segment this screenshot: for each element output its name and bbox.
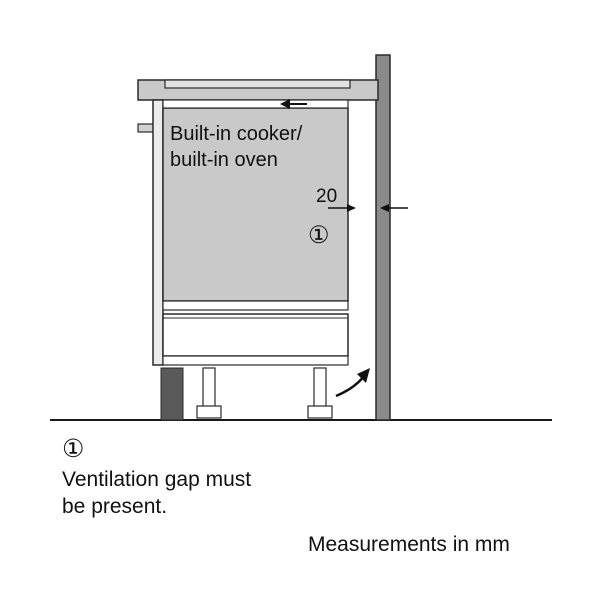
cabinet-side (152, 99, 164, 366)
foot-left (202, 367, 216, 409)
base-rail (162, 355, 349, 366)
legend-marker: ① (62, 435, 85, 463)
ventilation-curve-arrow (335, 375, 365, 398)
gap-dimension-value: 20 (316, 186, 337, 207)
legend-text-line2: be present. (62, 495, 168, 518)
airflow-arrowhead-top (280, 99, 290, 109)
callout-marker: ① (308, 222, 330, 249)
hob-top (164, 79, 351, 89)
foot-right-base (307, 405, 333, 419)
foot-left-base (196, 405, 222, 419)
plinth (160, 367, 184, 421)
legend-text-line1: Ventilation gap must (62, 468, 252, 491)
appliance-label-line1: Built-in cooker/ (170, 123, 303, 145)
oven-body (162, 107, 349, 302)
drawer (162, 313, 349, 357)
dimension-arrowhead-left (347, 204, 356, 212)
units-note: Measurements in mm (308, 533, 510, 556)
side-wall (375, 54, 391, 421)
dimension-arrowhead-right (380, 204, 389, 212)
foot-right (313, 367, 327, 409)
ventilation-arrowhead (357, 368, 370, 383)
oven-bottom-rail (162, 300, 349, 311)
appliance-label-line2: built-in oven (170, 149, 278, 171)
oven-top-rail (162, 99, 349, 109)
